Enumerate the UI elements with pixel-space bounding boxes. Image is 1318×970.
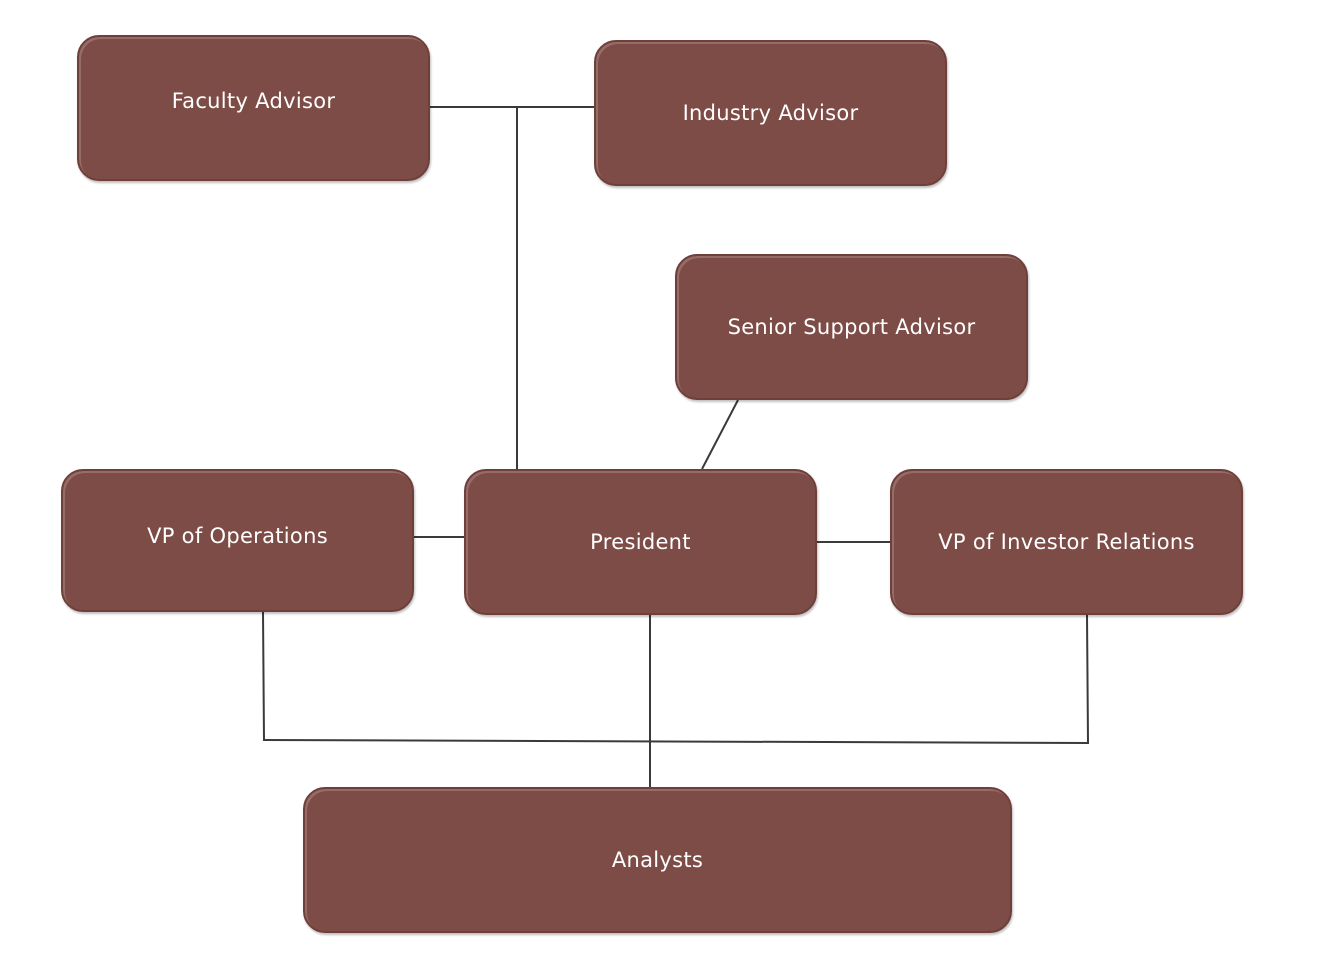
vp-operations-box: VP of Operations (61, 469, 414, 612)
president-box: President (464, 469, 817, 615)
analysts-box: Analysts (303, 787, 1012, 933)
industry-advisor-label: Industry Advisor (682, 101, 859, 125)
connector-horizontal-bus (262, 739, 1090, 744)
president-label: President (590, 530, 691, 554)
senior-support-advisor-label: Senior Support Advisor (727, 315, 976, 339)
connector-senior-president (701, 399, 739, 470)
faculty-advisor-label: Faculty Advisor (171, 89, 336, 113)
analysts-label: Analysts (611, 848, 704, 872)
vp-investor-relations-label: VP of Investor Relations (938, 530, 1195, 554)
senior-support-advisor-box: Senior Support Advisor (675, 254, 1028, 400)
faculty-advisor-box: Faculty Advisor (77, 35, 430, 181)
connector-vpops-down (262, 611, 265, 741)
vp-investor-relations-box: VP of Investor Relations (890, 469, 1243, 615)
connector-vpir-down (1086, 614, 1089, 744)
industry-advisor-box: Industry Advisor (594, 40, 947, 186)
vp-operations-label: VP of Operations (147, 523, 328, 548)
